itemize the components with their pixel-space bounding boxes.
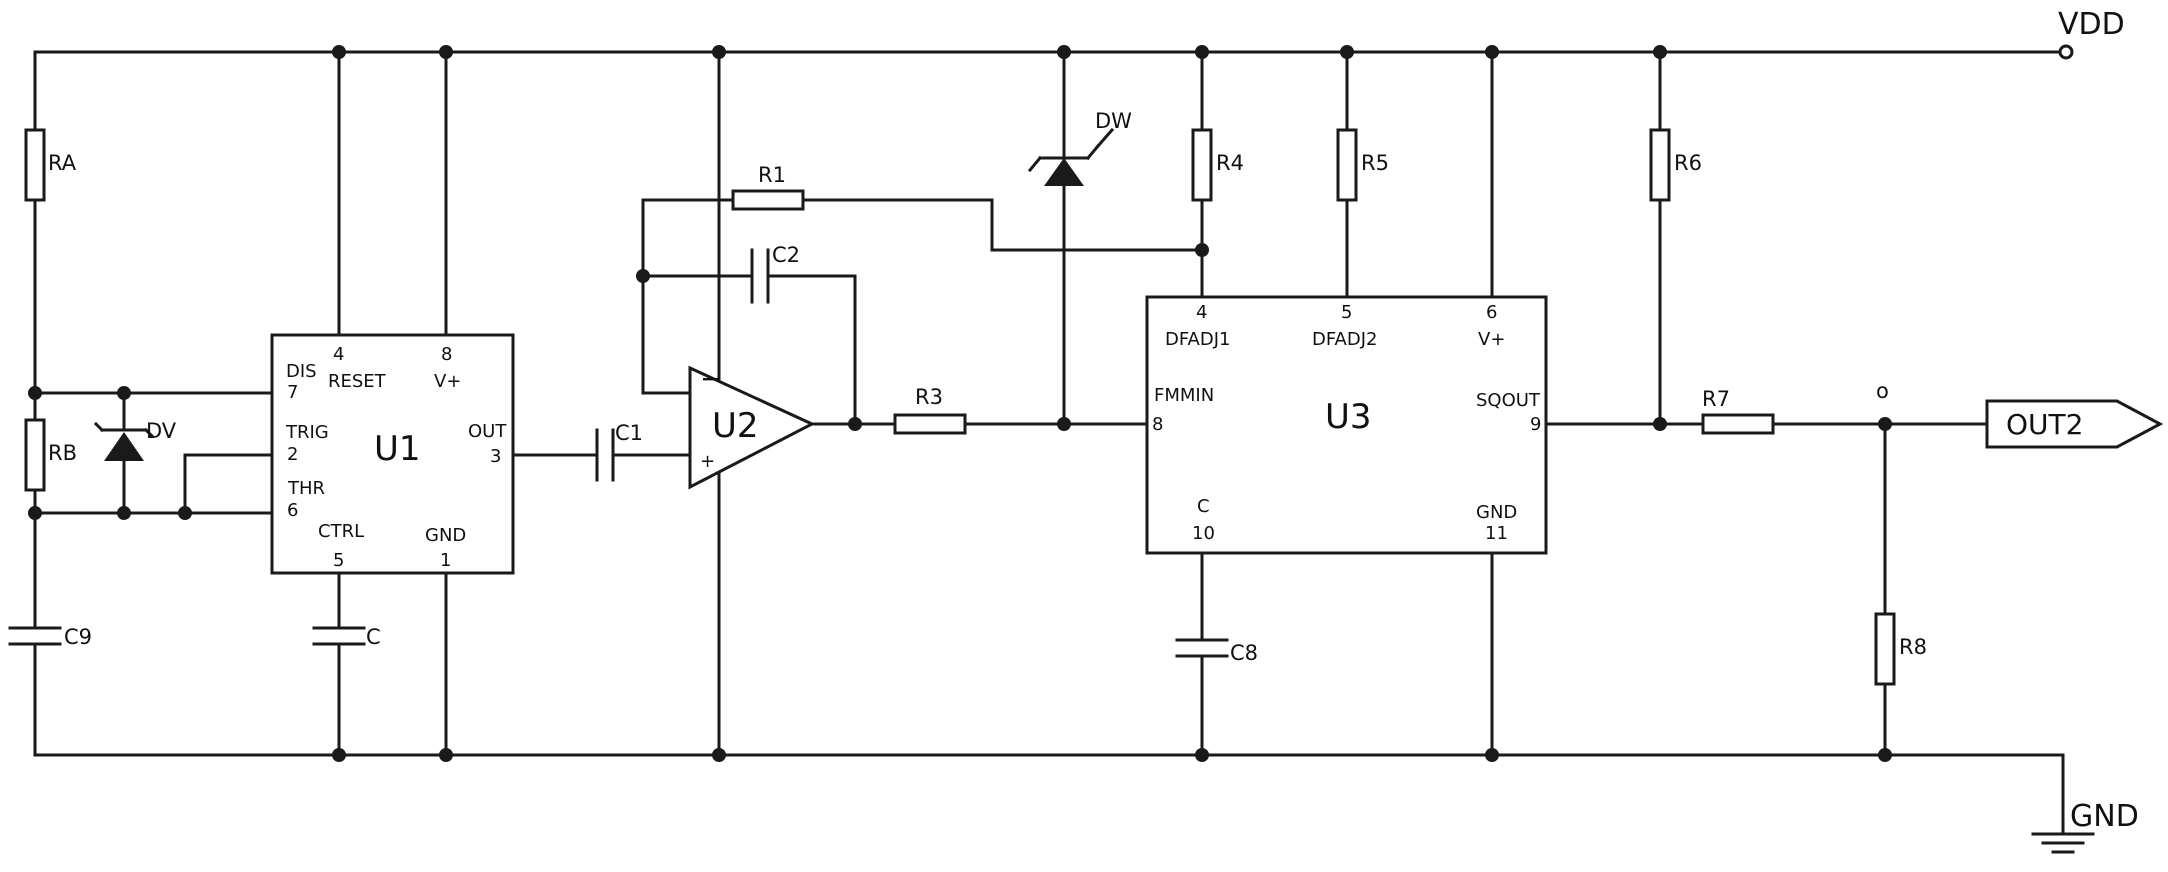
c1-label: C1 — [615, 421, 643, 445]
u1-pin-reset: RESET — [328, 371, 387, 392]
c-ctrl-label: C — [366, 625, 381, 649]
capacitor-c1 — [595, 428, 615, 482]
u3-pin-fmmin-num: 8 — [1152, 414, 1163, 435]
u2-name: U2 — [712, 406, 759, 446]
u3-name: U3 — [1325, 397, 1372, 437]
r4-label: R4 — [1216, 151, 1244, 175]
zener-dw — [1027, 50, 1115, 426]
resistor-r5 — [1336, 128, 1358, 202]
u1-pin-reset-num: 4 — [333, 344, 344, 365]
u3-pin-vplus: V+ — [1478, 329, 1505, 350]
u1-name: U1 — [374, 429, 421, 469]
u3-pin-dfadj1-num: 4 — [1196, 302, 1207, 323]
u1-pin-trig-num: 2 — [287, 444, 298, 465]
u2-minus: − — [700, 362, 723, 395]
c9-label: C9 — [64, 625, 92, 649]
vdd-terminal — [2058, 44, 2074, 60]
u3-pin-fmmin: FMMIN — [1154, 385, 1214, 406]
resistor-r3 — [893, 413, 967, 435]
u1-pin-gnd-num: 1 — [440, 550, 451, 571]
u3-pin-sqout: SQOUT — [1476, 390, 1541, 411]
u3-pin-dfadj1: DFADJ1 — [1165, 329, 1231, 350]
r8-label: R8 — [1899, 635, 1927, 659]
capacitor-c9 — [8, 626, 62, 646]
resistor-r4 — [1191, 128, 1213, 202]
u1-pin-vplus: V+ — [434, 371, 461, 392]
u1-pin-out: OUT — [468, 421, 507, 442]
resistor-rb — [24, 418, 46, 492]
out2-label: OUT2 — [2006, 408, 2083, 441]
capacitor-c8 — [1175, 638, 1229, 658]
output-node-mark: o — [1876, 379, 1889, 403]
chip-u1 — [270, 333, 515, 575]
u3-pin-dfadj2: DFADJ2 — [1312, 329, 1378, 350]
u1-pin-ctrl-num: 5 — [333, 550, 344, 571]
u3-wires — [1200, 50, 1989, 757]
resistor-r7 — [1701, 413, 1775, 435]
resistor-ra — [24, 128, 46, 202]
resistor-r8 — [1874, 612, 1896, 686]
output-wires — [1658, 50, 1887, 757]
out2-port — [1985, 399, 2164, 449]
c2-label: C2 — [772, 243, 800, 267]
resistor-r6 — [1649, 128, 1671, 202]
r5-label: R5 — [1361, 151, 1389, 175]
opamp-u2 — [688, 365, 816, 490]
dv-label: DV — [146, 419, 177, 443]
left-network-wires — [33, 50, 274, 757]
rb-label: RB — [48, 441, 77, 465]
r3-label: R3 — [915, 385, 943, 409]
ra-label: RA — [48, 151, 77, 175]
u3-pin-dfadj2-num: 5 — [1341, 302, 1352, 323]
r6-label: R6 — [1674, 151, 1702, 175]
r1-label: R1 — [758, 163, 786, 187]
u1-pin-vplus-num: 8 — [441, 344, 452, 365]
u3-pin-gnd-num: 11 — [1485, 523, 1508, 544]
capacitor-c2 — [750, 248, 770, 304]
ground-symbol — [2031, 832, 2095, 854]
chip-u3 — [1145, 295, 1548, 555]
u3-pin-c-num: 10 — [1192, 523, 1215, 544]
vdd-label: VDD — [2058, 7, 2125, 42]
u1-pin-thr: THR — [287, 478, 325, 499]
u1-pin-dis: DIS — [286, 361, 317, 382]
u3-pin-c: C — [1197, 496, 1210, 517]
u3-pin-sqout-num: 9 — [1530, 414, 1541, 435]
u2-plus: + — [700, 451, 715, 472]
junction-dots — [28, 45, 1892, 762]
gnd-label: GND — [2070, 799, 2139, 834]
u1-pin-gnd: GND — [425, 525, 466, 546]
u1-pin-out-num: 3 — [490, 446, 501, 467]
c8-label: C8 — [1230, 641, 1258, 665]
r7-label: R7 — [1702, 387, 1730, 411]
diode-dv — [93, 421, 155, 461]
gnd-rail — [33, 753, 2065, 836]
u3-pin-gnd: GND — [1476, 502, 1517, 523]
u1-pin-ctrl: CTRL — [318, 521, 364, 542]
u1-pin-dis-num: 7 — [287, 382, 298, 403]
u1-pin-thr-num: 6 — [287, 500, 298, 521]
resistor-r1 — [731, 189, 805, 211]
dw-label: DW — [1095, 109, 1132, 133]
capacitor-c-ctrl — [312, 626, 366, 646]
u3-pin-vplus-num: 6 — [1486, 302, 1497, 323]
u1-wires — [337, 50, 692, 757]
u1-pin-trig: TRIG — [285, 422, 329, 443]
